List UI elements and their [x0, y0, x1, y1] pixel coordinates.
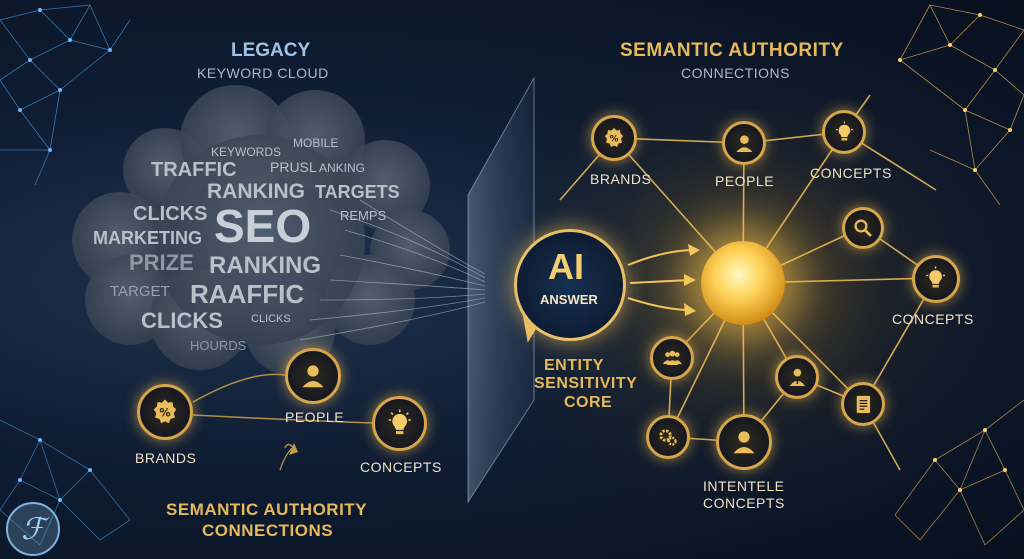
left-people-node: [285, 348, 341, 404]
corner-network-bottom-right: [894, 399, 1024, 546]
ai-answer-bubble: [514, 229, 626, 341]
right-brands-node: %: [591, 115, 637, 161]
right-brands-label: Brands: [590, 171, 652, 187]
keyword-raaffic: Raaffic: [190, 279, 305, 309]
percent-tag-icon: %: [153, 399, 177, 424]
right-people-label: People: [715, 173, 775, 189]
semantic-core-orb: [701, 241, 785, 325]
right-document-node: [841, 382, 885, 426]
entity-line3: Core: [564, 394, 613, 411]
right-group-node: [650, 336, 694, 380]
logo-glyph: ℱ: [21, 511, 45, 547]
lightbulb-icon: [388, 409, 411, 434]
ai-small-label: Answer: [540, 292, 598, 307]
person-icon: [735, 134, 753, 152]
left-concepts-label: Concepts: [360, 459, 442, 475]
keyword-marketing: Marketing: [93, 228, 202, 248]
left-concepts-node: [372, 396, 427, 451]
semantic-bottom-line1: Semantic Authority: [166, 500, 368, 519]
left-brands-label: Brands: [135, 450, 197, 466]
semantic-subtitle: Connections: [681, 65, 790, 81]
keyword-mobile: Mobile: [293, 136, 339, 150]
keyword-ranking-1: Ranking: [207, 180, 305, 203]
brand-logo: ℱ: [6, 502, 60, 556]
person-icon: [733, 431, 755, 454]
person-icon: [302, 365, 324, 388]
gears-icon: [658, 428, 677, 446]
lightbulb-icon: [835, 121, 853, 141]
right-bottom-label-line2: Concepts: [703, 495, 785, 511]
keyword-clicks-2: Clicks: [141, 308, 223, 333]
percent-tag-icon: %: [605, 128, 623, 147]
right-bottom-label-line1: Intentele: [703, 478, 785, 494]
entity-line1: Entity: [544, 357, 604, 374]
keyword-clicks-1: Clicks: [133, 203, 208, 225]
keyword-prusl: Prusl: [270, 159, 317, 175]
right-concepts-top-label: Concepts: [810, 165, 892, 181]
group-icon: [662, 350, 682, 365]
right-concepts-top-node: [822, 110, 866, 154]
keyword-clicks-3: Clicks: [251, 313, 291, 325]
right-concepts-mid-node: [912, 255, 960, 303]
svg-text:%: %: [609, 135, 618, 145]
corner-network-top-left: [0, 4, 131, 186]
keyword-targets: Targets: [315, 182, 400, 202]
businessman-icon: [789, 368, 805, 386]
right-businessman-node: [775, 355, 819, 399]
legacy-title: Legacy: [231, 40, 311, 61]
search-icon: [854, 219, 873, 238]
svg-text:%: %: [159, 406, 170, 419]
left-brands-node: %: [137, 384, 193, 440]
document-icon: [856, 395, 870, 413]
right-gears-node: [646, 415, 690, 459]
right-person-bottom-node: [716, 414, 772, 470]
keyword-ranking-2: Ranking: [209, 252, 321, 279]
right-people-node: [722, 121, 766, 165]
keyword-keywords: Keywords: [211, 145, 282, 159]
semantic-bottom-line2: Connections: [202, 521, 334, 540]
keyword-seo: SEO: [214, 200, 312, 252]
keyword-remps: Remps: [340, 208, 387, 223]
semantic-title: Semantic Authority: [620, 40, 844, 61]
keyword-anking: ANKING: [319, 161, 366, 175]
glass-panel: [467, 76, 535, 504]
ai-big-label: AI: [548, 246, 584, 287]
keyword-traffic: Traffic: [151, 159, 237, 181]
right-concepts-mid-label: Concepts: [892, 311, 974, 327]
lightbulb-icon: [926, 266, 946, 288]
left-people-label: People: [285, 409, 345, 425]
entity-line2: Sensitivity: [534, 375, 638, 392]
keyword-prize: Prize: [129, 250, 194, 275]
right-search-node: [842, 207, 884, 249]
legacy-subtitle: Keyword Cloud: [197, 65, 329, 81]
keyword-hourds: Hourds: [190, 338, 247, 353]
keyword-target: Target: [110, 283, 170, 300]
